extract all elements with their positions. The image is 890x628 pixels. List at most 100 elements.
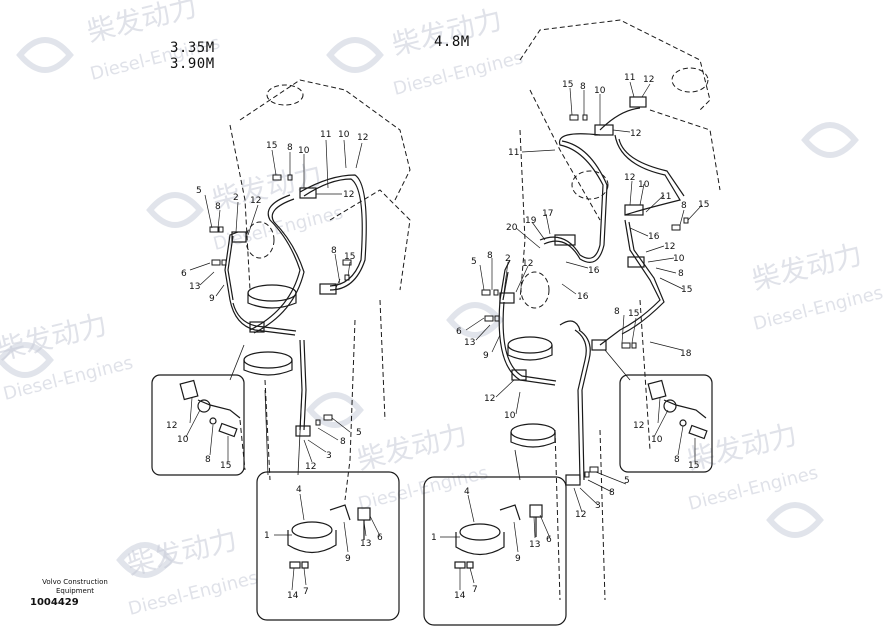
callout-right-10: 10 <box>594 86 606 96</box>
callout-right-16: 16 <box>648 232 660 242</box>
callout-detail-7: 7 <box>472 585 478 595</box>
callout-detail-10: 10 <box>651 435 663 445</box>
callout-detail-4: 4 <box>464 487 470 497</box>
watermark-text: 柴发动力 <box>0 308 110 367</box>
callout-detail-13: 13 <box>360 539 371 549</box>
callout-left-5: 5 <box>196 186 202 196</box>
callout-right-8: 8 <box>614 307 620 317</box>
callout-right-10: 10 <box>638 180 650 190</box>
callout-detail-15: 15 <box>688 461 699 471</box>
variant-label-390m: 3.90M <box>170 56 215 72</box>
hose-assembly-left <box>224 174 367 437</box>
callout-right-10: 10 <box>504 411 516 421</box>
callout-left-15: 15 <box>344 252 355 262</box>
callout-right-5: 5 <box>471 257 477 267</box>
callout-left-15: 15 <box>266 141 277 151</box>
callout-left-12: 12 <box>343 190 354 200</box>
watermark-logo <box>0 37 859 578</box>
callout-right-12: 12 <box>575 510 586 520</box>
callout-right-8: 8 <box>609 488 615 498</box>
callout-right-12: 12 <box>624 173 635 183</box>
company-line-2: Equipment <box>56 587 94 595</box>
detail-box-right-clamp <box>423 449 567 626</box>
callout-detail-9: 9 <box>515 554 521 564</box>
boom-outline-right <box>519 19 721 601</box>
variant-label-335m: 3.35M <box>170 40 215 56</box>
callout-detail-1: 1 <box>264 531 270 541</box>
watermark-text: 柴发动力 <box>124 523 241 582</box>
callout-right-16: 16 <box>588 266 600 276</box>
detail-box-left-connector <box>151 344 245 476</box>
callout-left-8: 8 <box>215 202 221 212</box>
callout-right-6: 6 <box>456 327 462 337</box>
callouts-right: 15 8 10 11 12 12 11 12 10 11 8 15 16 12 … <box>456 73 709 520</box>
callout-left-13: 13 <box>189 282 200 292</box>
bolt-fittings <box>209 114 689 478</box>
callout-detail-4: 4 <box>296 485 302 495</box>
callout-left-8: 8 <box>331 246 337 256</box>
callout-right-19: 19 <box>525 216 537 226</box>
callout-detail-1: 1 <box>431 533 437 543</box>
detail-box-right-connector <box>604 349 713 473</box>
callout-detail-12: 12 <box>166 421 177 431</box>
watermark-text: 柴发动力 <box>684 418 801 477</box>
callout-left-10: 10 <box>338 130 350 140</box>
callout-right-18: 18 <box>680 349 692 359</box>
callout-right-12: 12 <box>664 242 675 252</box>
drawing-number: 1004429 <box>30 597 79 608</box>
callout-right-5: 5 <box>624 476 630 486</box>
callout-left-10: 10 <box>298 146 310 156</box>
callout-detail-6: 6 <box>546 535 552 545</box>
callout-detail-8: 8 <box>674 455 680 465</box>
callouts-left-details: 12 10 8 15 4 1 9 13 6 7 14 <box>166 421 383 601</box>
callout-detail-12: 12 <box>633 421 644 431</box>
callout-right-15: 15 <box>628 309 639 319</box>
callout-right-15: 15 <box>562 80 573 90</box>
callout-right-3: 3 <box>595 501 601 511</box>
callout-right-11: 11 <box>624 73 635 83</box>
callout-left-11: 11 <box>320 130 331 140</box>
callout-right-16: 16 <box>577 292 589 302</box>
callout-right-10: 10 <box>673 254 685 264</box>
callout-detail-14: 14 <box>287 591 299 601</box>
callout-right-8: 8 <box>487 251 493 261</box>
callout-right-12: 12 <box>630 129 641 139</box>
callout-left-12: 12 <box>250 196 261 206</box>
callout-detail-13: 13 <box>529 540 540 550</box>
variant-label-48m: 4.8M <box>434 34 470 50</box>
callout-left-3: 3 <box>326 451 332 461</box>
callout-right-13: 13 <box>464 338 475 348</box>
callout-right-8: 8 <box>681 201 687 211</box>
callout-detail-10: 10 <box>177 435 189 445</box>
callout-left-8: 8 <box>287 143 293 153</box>
leader-lines <box>185 81 703 591</box>
callout-left-2: 2 <box>233 193 239 203</box>
company-line-1: Volvo Construction <box>42 578 108 586</box>
callout-left-9: 9 <box>209 294 215 304</box>
callout-detail-14: 14 <box>454 591 466 601</box>
callout-left-12: 12 <box>305 462 316 472</box>
callout-right-11: 11 <box>508 148 519 158</box>
callout-right-9: 9 <box>483 351 489 361</box>
callout-detail-8: 8 <box>205 455 211 465</box>
watermark-text: 柴发动力 <box>354 418 471 477</box>
callout-right-12: 12 <box>484 394 495 404</box>
callout-right-15: 15 <box>681 285 692 295</box>
callout-right-11: 11 <box>660 192 671 202</box>
callout-detail-7: 7 <box>303 587 309 597</box>
callouts-right-details: 4 1 9 13 6 7 14 12 10 8 15 <box>431 421 699 601</box>
callout-detail-9: 9 <box>345 554 351 564</box>
callout-right-15: 15 <box>698 200 709 210</box>
callout-right-8: 8 <box>678 269 684 279</box>
hose-assembly-right <box>498 96 685 486</box>
callout-right-17: 17 <box>542 209 553 219</box>
watermark-text: 柴发动力 <box>389 3 506 62</box>
callout-right-12: 12 <box>522 259 533 269</box>
callout-left-8: 8 <box>340 437 346 447</box>
callout-right-8: 8 <box>580 82 586 92</box>
callout-left-12: 12 <box>357 133 368 143</box>
callout-detail-15: 15 <box>220 461 231 471</box>
callout-detail-6: 6 <box>377 533 383 543</box>
callout-left-6: 6 <box>181 269 187 279</box>
